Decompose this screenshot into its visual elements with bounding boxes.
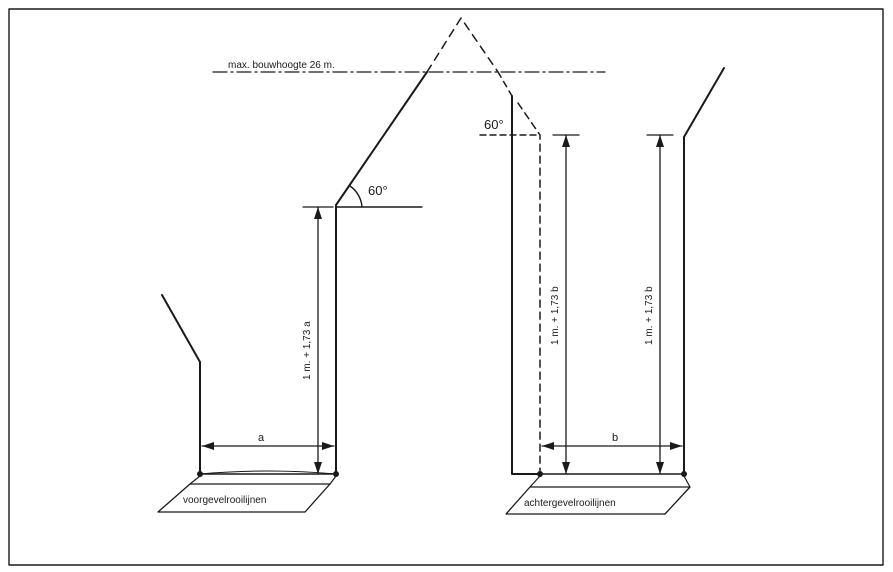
front-horizontal-arrow-right (322, 442, 334, 450)
front-vertical-arrow-top (314, 207, 322, 219)
front-plate-connector-left (189, 475, 201, 485)
front-angle-label: 60° (368, 183, 388, 198)
front-marker-left (197, 471, 203, 477)
front-building-wall (335, 71, 428, 475)
max-height-label: max. bouwhoogte 26 m. (228, 60, 335, 71)
front-line-label: voorgevelrooilijnen (183, 495, 266, 506)
front-building-outline (161, 294, 201, 475)
back-horizontal-arrow-right (670, 442, 682, 450)
back-line-plate (505, 486, 691, 515)
back-angle-label: 60° (484, 117, 504, 132)
back-vertical-2-arrow-top (656, 135, 664, 147)
back-vertical-2-arrow-bottom (656, 462, 664, 474)
back-marker-right (681, 471, 687, 477)
front-horizontal-arrow-left (202, 442, 214, 450)
back-line-label: achtergevelrooilijnen (524, 498, 616, 509)
back-vertical-1-arrow-bottom (562, 462, 570, 474)
front-vertical-dimension-label: 1 m. + 1,73 a (302, 321, 313, 380)
front-vertical-arrow-bottom (314, 462, 322, 474)
front-line-plate (157, 483, 331, 513)
envelope-dashed-down (517, 102, 541, 475)
envelope-dashed-back (497, 71, 513, 97)
envelope-dashed-roof (426, 17, 499, 73)
back-building-wall (511, 95, 541, 475)
back-plate-connector-right (683, 475, 691, 488)
back-plate-connector-left (529, 475, 541, 488)
front-street-curve (199, 470, 337, 475)
front-horizontal-dimension-label: a (258, 432, 265, 444)
front-plate-connector-right (329, 475, 337, 485)
back-vertical-dimension-1-label: 1 m. + 1,73 b (550, 286, 561, 345)
back-marker-left (537, 471, 543, 477)
front-marker-right (333, 471, 339, 477)
back-vertical-dimension-2-label: 1 m. + 1,73 b (644, 286, 655, 345)
back-horizontal-arrow-left (542, 442, 554, 450)
outer-frame (8, 8, 884, 566)
back-vertical-1-arrow-top (562, 135, 570, 147)
back-right-building-outline (683, 67, 725, 475)
back-horizontal-dimension-label: b (612, 432, 618, 444)
front-angle-arc (349, 185, 363, 208)
